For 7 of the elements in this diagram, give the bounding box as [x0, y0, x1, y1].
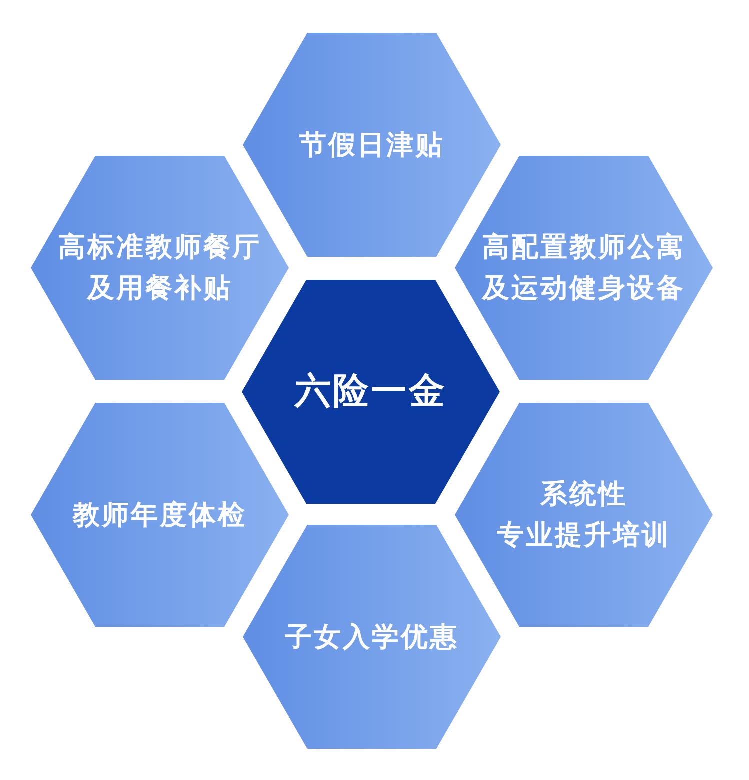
hexagon-label: 六险一金	[295, 370, 447, 414]
hexagon-label: 子女入学优惠	[285, 620, 459, 654]
hexagon-label: 教师年度体检	[73, 498, 247, 532]
hexagon-label: 高配置教师公寓及运动健身设备	[482, 231, 686, 306]
hexagon-label: 系统性专业提升培训	[497, 478, 671, 553]
hexagon-label: 高标准教师餐厅及用餐补贴	[58, 231, 262, 306]
hexagon-label: 节假日津贴	[300, 128, 444, 162]
